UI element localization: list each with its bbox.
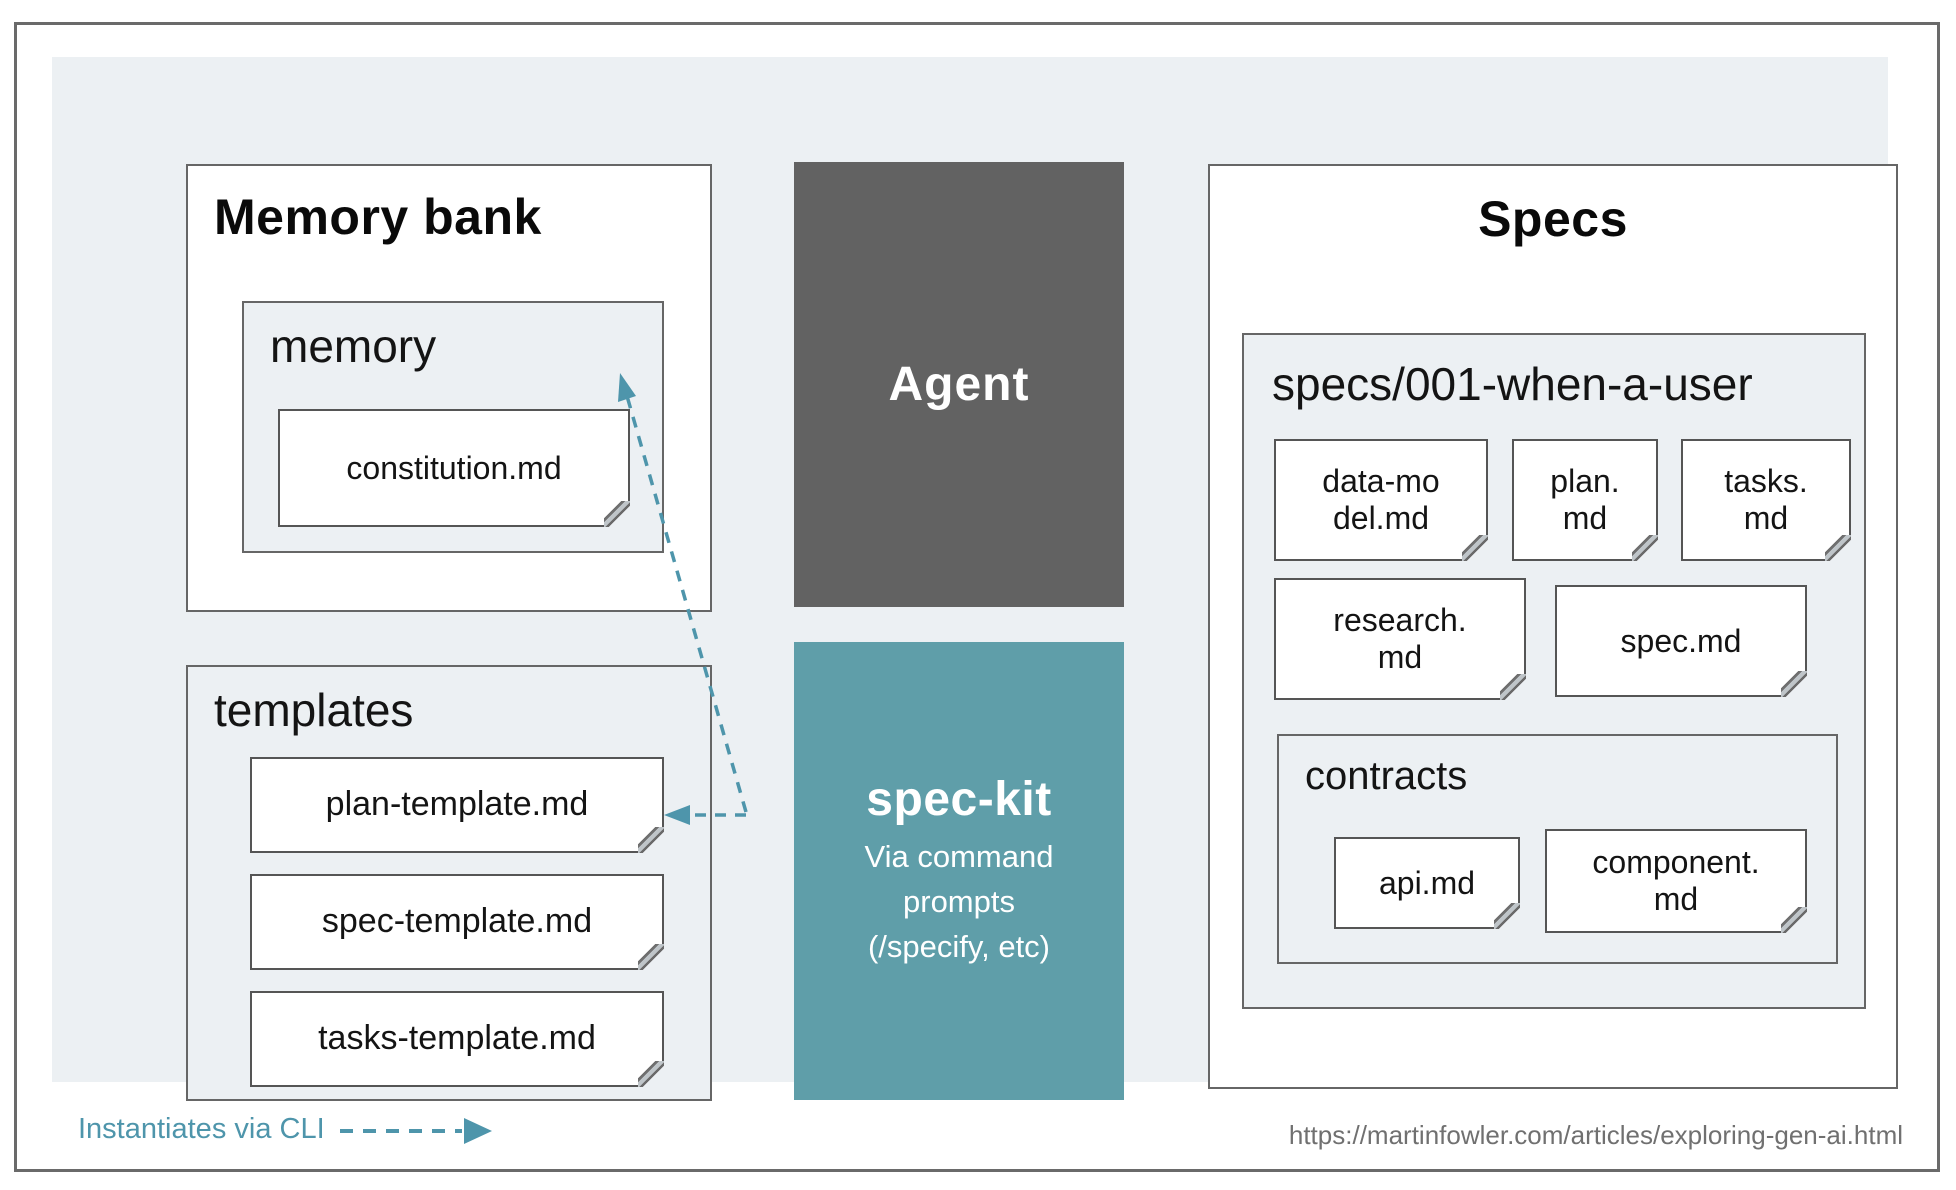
file-card-research: research. md xyxy=(1274,578,1526,700)
file-name: spec-template.md xyxy=(321,902,593,941)
file-card-plan-template: plan-template.md xyxy=(250,757,664,853)
source-url: https://martinfowler.com/articles/explor… xyxy=(1288,1120,1903,1150)
file-card-constitution: constitution.md xyxy=(278,409,630,527)
file-name: tasks. md xyxy=(1724,463,1808,536)
file-name: plan. md xyxy=(1550,463,1620,536)
page-fold-icon xyxy=(1825,535,1851,561)
specs-box: Specs specs/001-when-a-user data-mo del.… xyxy=(1208,164,1898,1089)
file-card-spec-template: spec-template.md xyxy=(250,874,664,970)
file-name: data-mo del.md xyxy=(1322,463,1440,536)
specs-title: Specs xyxy=(1478,191,1628,247)
page-fold-icon xyxy=(604,501,630,527)
agent-label: Agent xyxy=(888,358,1030,411)
file-name: api.md xyxy=(1378,864,1476,901)
file-name: constitution.md xyxy=(346,449,562,486)
file-name: plan-template.md xyxy=(325,785,589,824)
file-card-api: api.md xyxy=(1334,837,1520,929)
file-name: spec.md xyxy=(1620,622,1742,659)
memory-folder-box: memory constitution.md xyxy=(242,301,664,553)
specs-folder-title: specs/001-when-a-user xyxy=(1272,358,1753,410)
memory-bank-title: Memory bank xyxy=(214,189,542,245)
spec-kit-box: spec-kit Via command prompts (/specify, … xyxy=(794,642,1124,1100)
specs-folder-box: specs/001-when-a-user data-mo del.md pla… xyxy=(1242,333,1866,1009)
page-fold-icon xyxy=(638,944,664,970)
memory-folder-label: memory xyxy=(270,320,437,372)
page-fold-icon xyxy=(1781,671,1807,697)
page-fold-icon xyxy=(1462,535,1488,561)
page-fold-icon xyxy=(638,827,664,853)
templates-folder-box: templates plan-template.md spec-template… xyxy=(186,665,712,1101)
file-name: component. md xyxy=(1592,844,1760,917)
file-card-spec: spec.md xyxy=(1555,585,1807,697)
page-fold-icon xyxy=(1632,535,1658,561)
file-name: research. md xyxy=(1333,602,1467,675)
spec-kit-subtitle: Via command prompts (/specify, etc) xyxy=(864,839,1054,964)
file-card-tasks-template: tasks-template.md xyxy=(250,991,664,1087)
agent-box: Agent xyxy=(794,162,1124,607)
file-card-tasks: tasks. md xyxy=(1681,439,1851,561)
memory-bank-box: Memory bank memory constitution.md xyxy=(186,164,712,612)
diagram-background: Memory bank memory constitution.md templ… xyxy=(52,57,1898,1101)
file-card-component: component. md xyxy=(1545,829,1807,933)
page-fold-icon xyxy=(1500,674,1526,700)
page-fold-icon xyxy=(1494,903,1520,929)
contracts-folder-label: contracts xyxy=(1305,754,1468,798)
file-name: tasks-template.md xyxy=(318,1019,596,1058)
page-fold-icon xyxy=(1781,907,1807,933)
file-card-data-model: data-mo del.md xyxy=(1274,439,1488,561)
page-fold-icon xyxy=(638,1061,664,1087)
legend-text: Instantiates via CLI xyxy=(78,1113,325,1145)
templates-folder-label: templates xyxy=(214,684,414,736)
file-card-plan: plan. md xyxy=(1512,439,1658,561)
spec-kit-title: spec-kit xyxy=(866,773,1052,827)
contracts-folder-box: contracts api.md component. md xyxy=(1277,734,1838,964)
